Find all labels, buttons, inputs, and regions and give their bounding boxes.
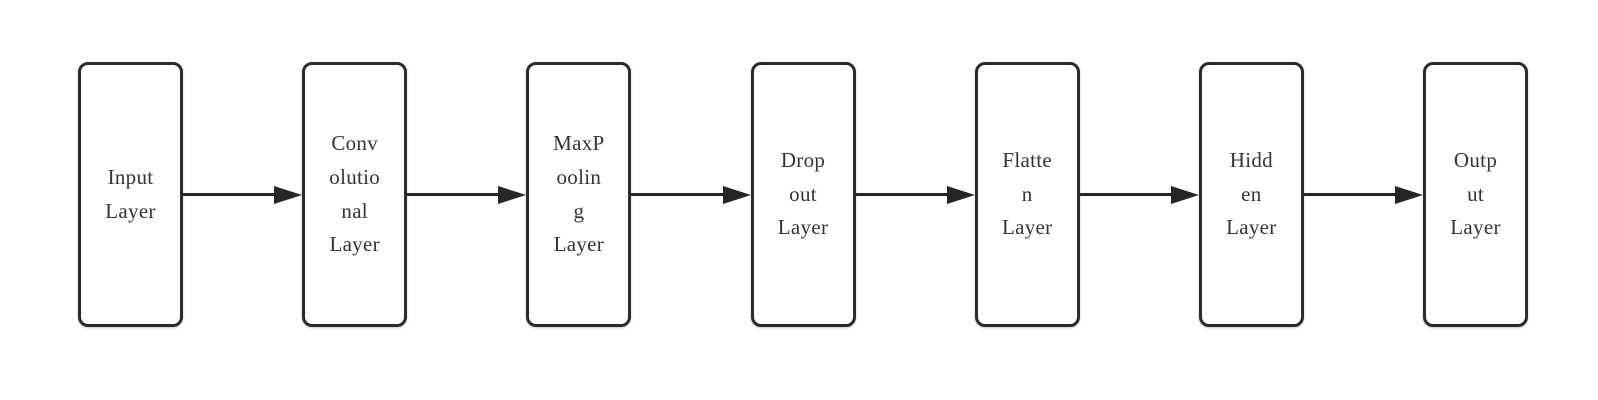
flow-arrow [1303,62,1424,327]
node-maxpooling-layer: MaxP oolin g Layer [526,62,632,327]
arrowhead-icon [274,185,303,204]
arrowhead-icon [1170,185,1199,204]
arrow-line [1079,193,1181,196]
arrow-line [631,193,733,196]
arrowhead-icon [722,185,751,204]
flow-arrow [855,62,975,327]
node-label: Input Layer [105,164,156,223]
flow-arrow [631,62,751,327]
arrow-line [1303,193,1406,196]
flow-arrow [1079,62,1199,327]
node-label: Outp ut Layer [1450,148,1501,240]
arrowhead-icon [946,185,975,204]
node-output-layer: Outp ut Layer [1423,62,1529,327]
node-label: Hidd en Layer [1226,148,1277,240]
node-convolutional-layer: Conv olutio nal Layer [302,62,408,327]
arrow-line [407,193,509,196]
arrowhead-icon [1395,185,1424,204]
node-input-layer: Input Layer [78,62,183,327]
node-label: MaxP oolin g Layer [553,131,605,257]
arrow-line [855,193,957,196]
node-label: Drop out Layer [777,148,829,240]
flow-arrow [183,62,303,327]
node-label: Conv olutio nal Layer [329,131,381,257]
node-hidden-layer: Hidd en Layer [1198,62,1304,327]
arrow-line [183,193,285,196]
flow-row: Input Layer Conv olutio nal Layer MaxP o… [78,62,1529,327]
node-dropout-layer: Drop out Layer [750,62,856,327]
flow-arrow [407,62,527,327]
node-label: Flatte n Layer [1001,148,1053,240]
node-flatten-layer: Flatte n Layer [974,62,1080,327]
arrowhead-icon [498,185,527,204]
